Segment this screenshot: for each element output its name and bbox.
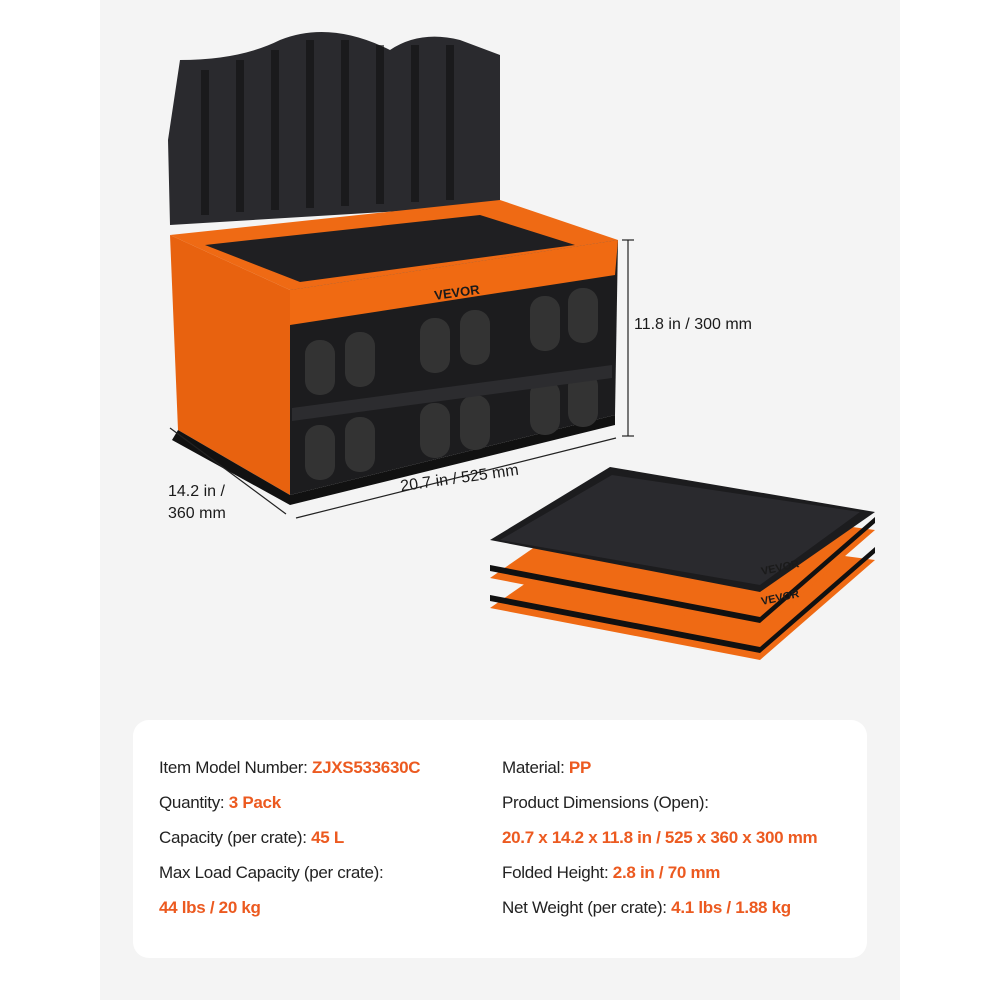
spec-folded-height: Folded Height: 2.8 in / 70 mm xyxy=(502,863,720,883)
spec-card: Item Model Number: ZJXS533630C Quantity:… xyxy=(133,720,867,958)
open-crate: VEVOR xyxy=(170,200,618,505)
spec-capacity: Capacity (per crate): 45 L xyxy=(159,828,344,848)
spec-value: PP xyxy=(568,758,591,777)
spec-quantity: Quantity: 3 Pack xyxy=(159,793,281,813)
spec-value: 45 L xyxy=(311,828,344,847)
spec-max-load-label: Max Load Capacity (per crate): xyxy=(159,863,384,882)
spec-label: Item Model Number: xyxy=(159,758,313,777)
spec-dimensions-value: 20.7 x 14.2 x 11.8 in / 525 x 360 x 300 … xyxy=(502,828,818,847)
spec-max-load-value: 44 lbs / 20 kg xyxy=(159,898,261,917)
width-dimension-label-line1: 14.2 in / xyxy=(168,483,225,500)
spec-value: 4.1 lbs / 1.88 kg xyxy=(671,898,791,917)
brand-logo: VEVOR xyxy=(433,282,481,303)
spec-label: Folded Height: xyxy=(502,863,613,882)
width-dimension-label-line2: 360 mm xyxy=(168,505,226,522)
crate-lid xyxy=(168,32,500,225)
spec-material: Material: PP xyxy=(502,758,591,778)
spec-value: ZJXS533630C xyxy=(312,758,421,777)
product-illustration: VEVOR VEVOR VEVOR xyxy=(168,32,875,660)
spec-value: 2.8 in / 70 mm xyxy=(612,863,721,882)
spec-label: Quantity: xyxy=(159,793,229,812)
spec-net-weight: Net Weight (per crate): 4.1 lbs / 1.88 k… xyxy=(502,898,791,918)
spec-label: Capacity (per crate): xyxy=(159,828,312,847)
height-dimension-label: 11.8 in / 300 mm xyxy=(634,316,752,333)
dimension-lines xyxy=(169,239,634,519)
spec-model: Item Model Number: ZJXS533630C xyxy=(159,758,421,778)
spec-label: Net Weight (per crate): xyxy=(502,898,672,917)
spec-dimensions-label: Product Dimensions (Open): xyxy=(502,793,709,812)
spec-value: 3 Pack xyxy=(228,793,281,812)
spec-label: Material: xyxy=(502,758,569,777)
folded-crates: VEVOR VEVOR xyxy=(490,467,875,660)
